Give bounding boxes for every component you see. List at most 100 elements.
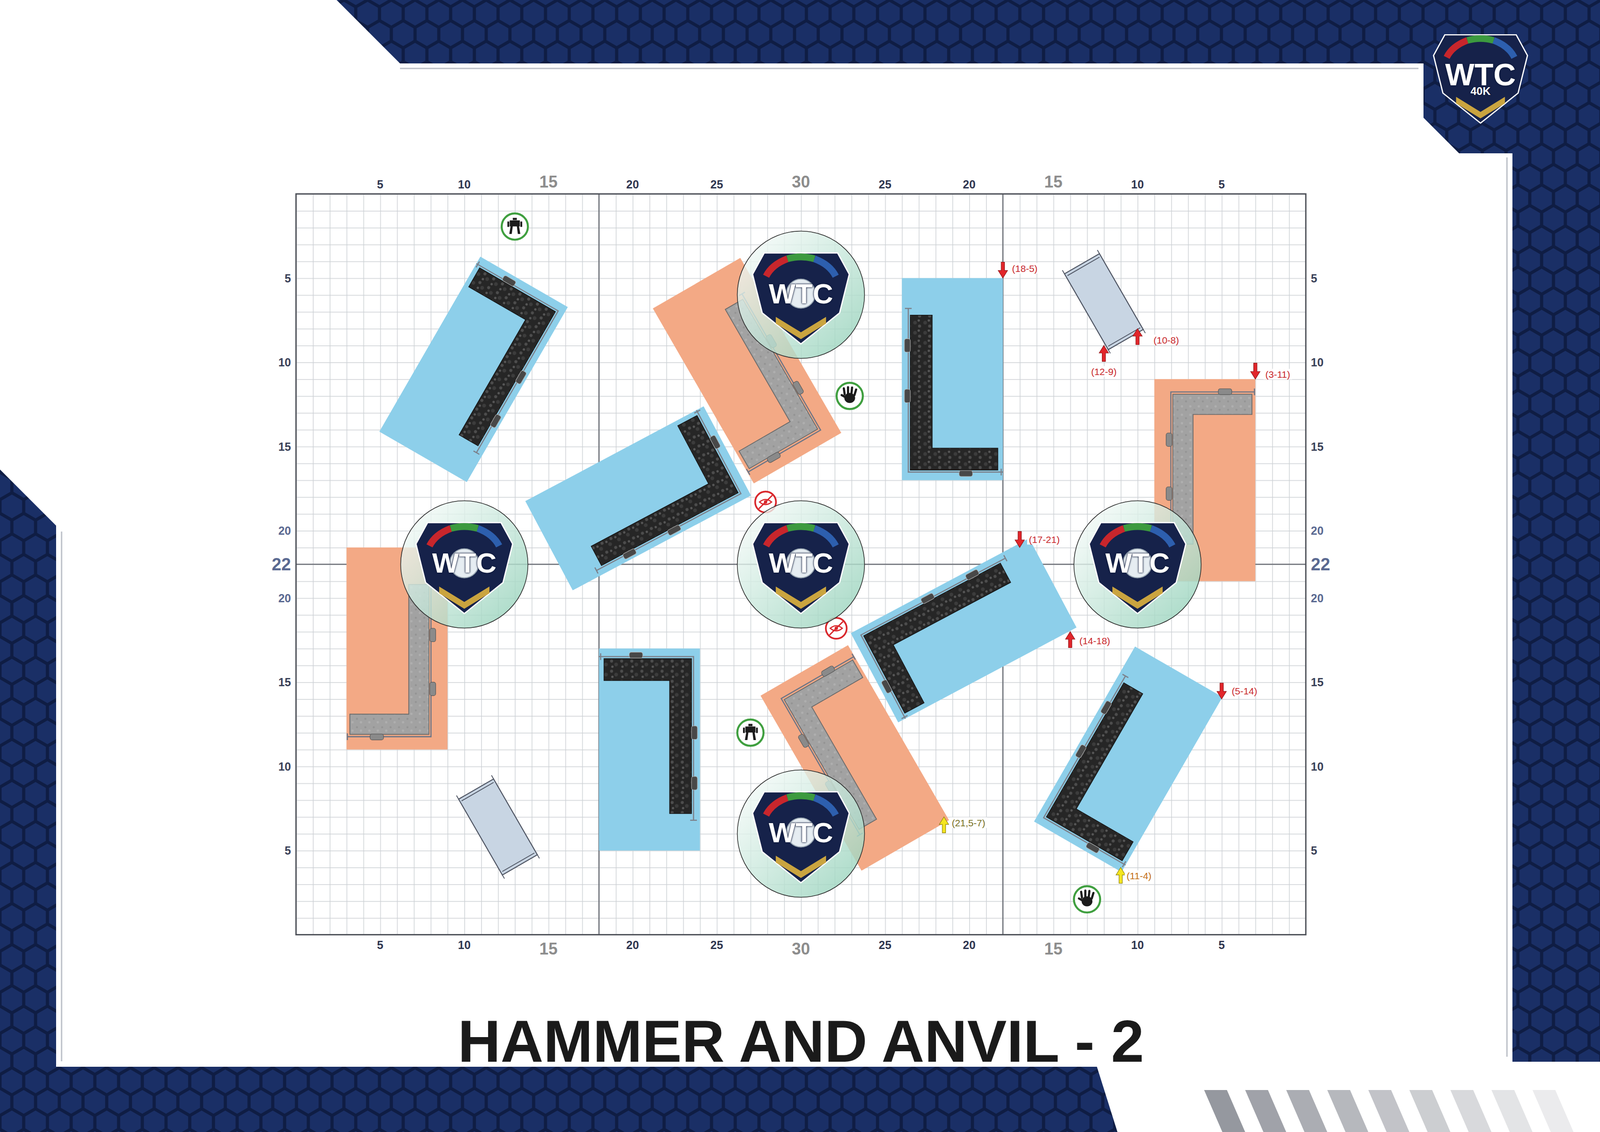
marker-arrow: [1216, 682, 1227, 699]
forest-ruin: [379, 256, 568, 482]
logo-shield: [752, 522, 850, 613]
map-graphic: [1532, 1089, 1574, 1132]
shield-stripe: [477, 528, 500, 546]
shield-chevron: [775, 855, 826, 878]
shield-stripe: [787, 795, 815, 798]
forest-ruin: [598, 648, 700, 851]
shield-stripe: [814, 528, 837, 546]
coordinate-label: (3-11): [1263, 368, 1292, 380]
map-graphic: [1245, 1089, 1287, 1132]
board-grid: [296, 193, 1306, 935]
frame-band: [0, 469, 57, 1067]
objective-marker: WTC: [736, 230, 866, 359]
axis-label: 5: [377, 939, 384, 951]
axis-label: 22: [271, 555, 291, 573]
walker-icon: [501, 213, 529, 240]
shield-stripe: [814, 797, 837, 815]
map-graphic: [1074, 885, 1101, 913]
map-graphic: [836, 382, 863, 410]
frame-band: [336, 0, 1600, 64]
shield-stripe: [1493, 40, 1515, 58]
map-graphic: [1081, 895, 1093, 906]
frame-edge: [61, 68, 1507, 1061]
logo-text: WTC: [431, 548, 497, 577]
axis-label: 20: [1310, 592, 1324, 604]
map-graphic: [1491, 1089, 1533, 1132]
map-graphic: [1327, 1089, 1369, 1132]
axis-label: 20: [278, 524, 291, 537]
logo-text: WTC: [768, 818, 833, 847]
frame-band: [0, 1066, 1118, 1132]
shield-stripe: [1446, 40, 1468, 58]
coordinate-label: (11-4): [1124, 870, 1154, 881]
axis-label: 25: [710, 939, 724, 951]
container: [1062, 249, 1146, 354]
logo-text: WTC: [768, 548, 833, 577]
axis-label: 20: [962, 178, 976, 191]
map-graphic: [1409, 1089, 1451, 1132]
objective-area: [400, 500, 529, 628]
marker-arrow: [1250, 363, 1261, 380]
axis-label: 30: [791, 940, 811, 957]
axis-label: 20: [962, 939, 976, 951]
axis-label: 10: [1310, 760, 1324, 772]
axis-label: 15: [1044, 173, 1063, 191]
shield-stripe: [429, 528, 452, 546]
shield-stripe: [1123, 526, 1151, 529]
shield-stripe: [766, 797, 788, 815]
shield-stripe: [814, 259, 837, 277]
forest-ruin: [850, 538, 1077, 723]
axis-label: 20: [626, 178, 639, 191]
axis-label: 15: [278, 676, 291, 688]
shield-body: [752, 522, 850, 613]
game-board: [296, 193, 1306, 935]
claw-icon: [836, 382, 863, 410]
map-graphic: [1368, 1089, 1410, 1132]
shield-body: [752, 791, 850, 883]
objective-area: [1074, 500, 1202, 628]
map-graphic: [1204, 1089, 1246, 1132]
shield-stripe: [766, 259, 788, 277]
objective-marker: WTC: [400, 499, 529, 629]
coordinate-label: (18-5): [1010, 262, 1040, 274]
axis-label: 15: [278, 440, 291, 452]
marker-arrow: [1099, 345, 1109, 362]
axis-label: 25: [878, 178, 892, 191]
axis-label: 15: [539, 940, 558, 957]
shield-stripe: [450, 526, 478, 529]
map-title: HAMMER AND ANVIL - 2: [457, 1011, 1145, 1071]
board-border: [296, 193, 1306, 935]
objective-area: [737, 231, 865, 359]
coordinate-label: (12-9): [1089, 366, 1119, 377]
coordinate-label: (14-18): [1077, 635, 1112, 646]
axis-label: 5: [1218, 939, 1226, 951]
axis-label: 20: [626, 939, 639, 951]
axis-label: 30: [791, 173, 811, 191]
map-graphic: [844, 392, 856, 403]
objective-marker: WTC: [736, 768, 866, 898]
axis-label: 10: [1131, 178, 1144, 191]
axis-label: 10: [1310, 356, 1324, 369]
axis-label: 5: [1218, 178, 1226, 191]
shield-body: [752, 253, 850, 344]
shield-chevron: [775, 586, 826, 609]
shield-body: [415, 522, 513, 613]
map-graphic: [501, 213, 529, 240]
axis-label: 15: [1044, 940, 1063, 957]
axis-label: 25: [878, 939, 892, 951]
axis-label: 5: [1310, 844, 1318, 857]
logo-text: 40K: [1470, 85, 1491, 97]
map-graphic: [758, 495, 773, 510]
shield-chevron: [439, 586, 490, 609]
marker-arrow: [1116, 867, 1126, 884]
forest-ruin: [525, 405, 752, 590]
axis-label: 10: [457, 939, 471, 951]
objective-area: [737, 500, 865, 628]
map-graphic: [737, 719, 764, 746]
map-graphic: [1450, 1089, 1492, 1132]
marker-arrow: [939, 816, 949, 833]
axis-label: 20: [278, 592, 291, 604]
axis-label: 5: [1310, 272, 1318, 284]
axis-label: 20: [1310, 524, 1324, 537]
